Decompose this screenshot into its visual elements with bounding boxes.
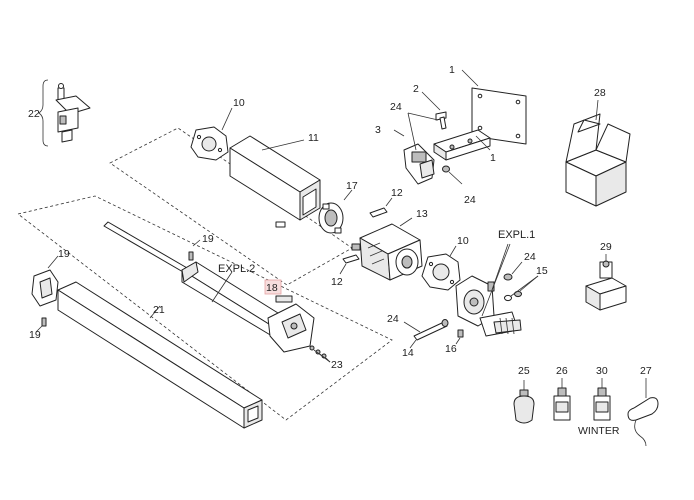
- label-part-10-lower[interactable]: 10: [457, 235, 469, 247]
- label-part-27[interactable]: 27: [640, 365, 652, 377]
- label-winter[interactable]: WINTER: [578, 425, 620, 437]
- part-10-end-plate-upper[interactable]: [190, 107, 233, 161]
- part-15-fasteners[interactable]: [504, 275, 539, 302]
- label-part-25[interactable]: 25: [518, 365, 530, 377]
- part-23-screw-set[interactable]: [309, 345, 331, 363]
- label-part-24-nut[interactable]: 24: [464, 194, 476, 206]
- label-expl2[interactable]: EXPL.2: [218, 263, 255, 275]
- label-part-12-lower[interactable]: 12: [331, 276, 343, 288]
- label-part-23[interactable]: 23: [331, 359, 343, 371]
- label-part-3[interactable]: 3: [375, 124, 381, 136]
- label-part-10-upper[interactable]: 10: [233, 97, 245, 109]
- label-part-1-plate[interactable]: 1: [449, 64, 455, 76]
- part-26-oil-bottle[interactable]: [553, 378, 571, 421]
- label-part-1-block[interactable]: 1: [490, 152, 496, 164]
- part-18-highlighted-component[interactable]: [264, 279, 293, 303]
- part-14-shaft-pin[interactable]: [403, 319, 449, 349]
- label-part-21[interactable]: 21: [153, 304, 165, 316]
- part-13-electric-motor[interactable]: [351, 217, 423, 281]
- label-part-26[interactable]: 26: [556, 365, 568, 377]
- part-12-pin-upper[interactable]: [369, 197, 393, 218]
- part-29-t-connector[interactable]: [585, 254, 627, 311]
- part-27-capacitor[interactable]: [627, 378, 659, 447]
- part-3-bracket[interactable]: [393, 129, 435, 185]
- label-part-30[interactable]: 30: [596, 365, 608, 377]
- part-30-oil-bottle-winter[interactable]: [593, 378, 611, 421]
- label-part-24-right[interactable]: 24: [524, 251, 536, 263]
- label-part-17[interactable]: 17: [346, 180, 358, 192]
- part-19-screw-top[interactable]: [188, 239, 201, 261]
- expl1-gearbox-assembly[interactable]: [455, 243, 522, 337]
- label-part-16[interactable]: 16: [445, 343, 457, 355]
- part-labels: 1 1 2 3 24 24 10 11 17 12 13 10 12 28 22…: [28, 64, 652, 437]
- assembly-outline-lower: [17, 195, 393, 421]
- part-24-nut-right[interactable]: [503, 261, 523, 281]
- label-part-12-upper[interactable]: 12: [391, 187, 403, 199]
- label-part-28[interactable]: 28: [594, 87, 606, 99]
- label-part-11[interactable]: 11: [308, 132, 319, 144]
- label-part-19-top[interactable]: 19: [202, 233, 214, 245]
- label-part-2[interactable]: 2: [413, 83, 419, 95]
- part-19-end-cap[interactable]: [31, 255, 59, 307]
- part-21-outer-tube[interactable]: [57, 281, 263, 429]
- part-22-bracket[interactable]: [38, 79, 91, 147]
- part-10-end-plate-lower[interactable]: [421, 245, 461, 291]
- part-16-small-nut[interactable]: [455, 329, 464, 345]
- label-part-15[interactable]: 15: [536, 265, 548, 277]
- part-1-clamp-block[interactable]: [433, 129, 491, 161]
- part-1-mounting-plate[interactable]: [461, 69, 527, 145]
- drive-shaft-rod[interactable]: [103, 221, 195, 277]
- label-part-29[interactable]: 29: [600, 241, 612, 253]
- part-12-pin-lower[interactable]: [339, 254, 360, 275]
- part-19-screw-left[interactable]: [35, 317, 47, 333]
- part-17-gear-ring[interactable]: [318, 189, 353, 234]
- label-part-13[interactable]: 13: [416, 208, 428, 220]
- label-part-19-screw[interactable]: 19: [29, 329, 41, 341]
- label-part-14[interactable]: 14: [402, 347, 414, 359]
- expl2-inner-tube-assembly[interactable]: [181, 261, 315, 353]
- part-25-grease-tube[interactable]: [513, 380, 535, 424]
- label-expl1[interactable]: EXPL.1: [498, 229, 535, 241]
- label-part-18[interactable]: 18: [266, 282, 278, 294]
- part-28-packaging-box[interactable]: [565, 99, 631, 207]
- label-part-22[interactable]: 22: [28, 108, 40, 120]
- label-part-19-cap[interactable]: 19: [58, 248, 70, 260]
- part-24-nut-upper[interactable]: [407, 112, 463, 185]
- part-2-bolt[interactable]: [421, 91, 447, 130]
- part-11-motor-housing[interactable]: [229, 135, 321, 228]
- label-part-24-left[interactable]: 24: [387, 313, 399, 325]
- label-part-24-upper[interactable]: 24: [390, 101, 402, 113]
